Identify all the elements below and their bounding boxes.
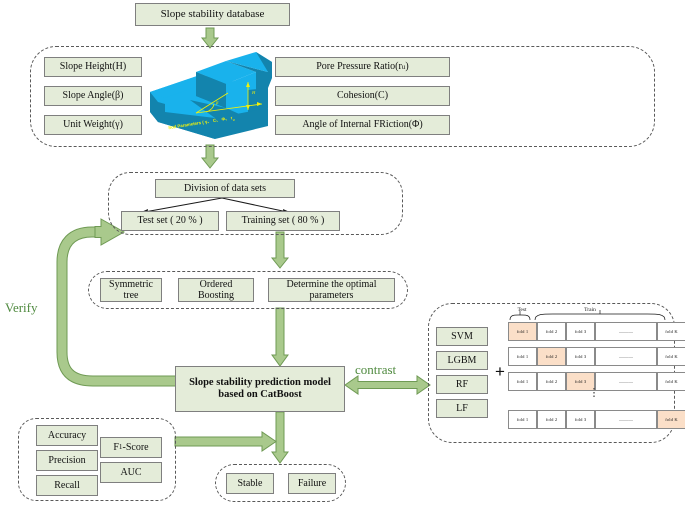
division-group: [108, 172, 403, 235]
metric-f1-tail: -Score: [122, 441, 149, 453]
metric-accuracy: Accuracy: [36, 425, 98, 446]
metric-f-letter: F: [113, 441, 119, 453]
fold-cell: ———: [595, 347, 657, 366]
model-svm: SVM: [436, 327, 488, 346]
fold-cell: fold 3: [566, 322, 595, 341]
fold-cell: fold K: [657, 372, 685, 391]
fold-vertical-ellipsis: ⋮: [588, 387, 600, 399]
param-pore-sub: u: [401, 62, 406, 71]
model-rf: RF: [436, 375, 488, 394]
fold-header-train: Train: [584, 307, 596, 313]
input-parameters-group: [30, 46, 655, 147]
param-pore-tail: ): [405, 61, 409, 73]
fold-cell: fold 3: [566, 347, 595, 366]
arrow-metrics-to-model: [174, 431, 277, 452]
fold-cell: fold 2: [537, 410, 566, 429]
catboost-model-box: Slope stability prediction model based o…: [175, 366, 345, 412]
fold-cell: fold K: [657, 322, 685, 341]
arrow-model-to-outcome: [271, 411, 289, 464]
database-box: Slope stability database: [135, 3, 290, 26]
contrast-label: contrast: [355, 362, 397, 377]
model-lgbm: LGBM: [436, 351, 488, 370]
fold-cell: fold 2: [537, 347, 566, 366]
arrow-inputs-to-division: [200, 144, 220, 169]
param-unit-weight: Unit Weight(γ): [44, 115, 142, 135]
arrow-params-to-model: [271, 307, 289, 367]
division-header-box: Division of data sets: [155, 179, 295, 198]
illustration-angle-label: β: [216, 100, 219, 105]
training-set-box: Training set ( 80 % ): [226, 211, 340, 231]
model-lf: LF: [436, 399, 488, 418]
param-internal-friction-angle: Angle of Internal FRiction(Φ): [275, 115, 450, 135]
catboost-ordered-boosting: Ordered Boosting: [178, 278, 254, 302]
metric-auc: AUC: [100, 462, 162, 483]
arrow-database-to-inputs: [200, 27, 220, 49]
catboost-params-group: [88, 271, 408, 309]
fold-cell: fold 1: [508, 372, 537, 391]
metric-f1-sub: 1: [118, 443, 123, 452]
illustration-height-label: H: [252, 90, 256, 95]
fold-cell: ———: [595, 372, 657, 391]
fold-cell: fold K: [657, 347, 685, 366]
fold-cell: fold 1: [508, 410, 537, 429]
param-pore-label: Pore Pressure Ratio(r: [316, 61, 402, 73]
param-cohesion: Cohesion(C): [275, 86, 450, 106]
catboost-symmetric-tree: Symmetric tree: [100, 278, 162, 302]
plus-icon: +: [495, 362, 505, 381]
fold-cell: fold 2: [537, 372, 566, 391]
metric-precision: Precision: [36, 450, 98, 471]
fold-cell: fold 1: [508, 322, 537, 341]
fold-cell: ———: [595, 322, 657, 341]
verify-label: Verify: [5, 300, 38, 315]
arrow-training-to-params: [270, 231, 290, 269]
metrics-group: [18, 418, 176, 501]
metric-recall: Recall: [36, 475, 98, 496]
outcome-stable: Stable: [226, 473, 274, 494]
fold-cell: fold 1: [508, 347, 537, 366]
model-box-line2: based on CatBoost: [218, 389, 302, 400]
fold-header-test: Test: [517, 307, 527, 313]
fold-cell: ———: [595, 410, 657, 429]
catboost-optimal-parameters: Determine the optimal parameters: [268, 278, 395, 302]
model-box-line1: Slope stability prediction model: [189, 376, 331, 388]
fold-cell: fold 2: [537, 322, 566, 341]
param-slope-height: Slope Height(H): [44, 57, 142, 77]
soil-caption-sub: u: [232, 117, 235, 122]
outcome-group: [215, 464, 346, 502]
arrow-contrast-double: [344, 375, 431, 395]
test-set-box: Test set ( 20 % ): [121, 211, 219, 231]
fold-cell: fold 3: [566, 410, 595, 429]
outcome-failure: Failure: [288, 473, 336, 494]
fold-cell: fold K: [657, 410, 685, 429]
fold-cell: fold 3: [566, 372, 595, 391]
param-slope-angle: Slope Angle(β): [44, 86, 142, 106]
